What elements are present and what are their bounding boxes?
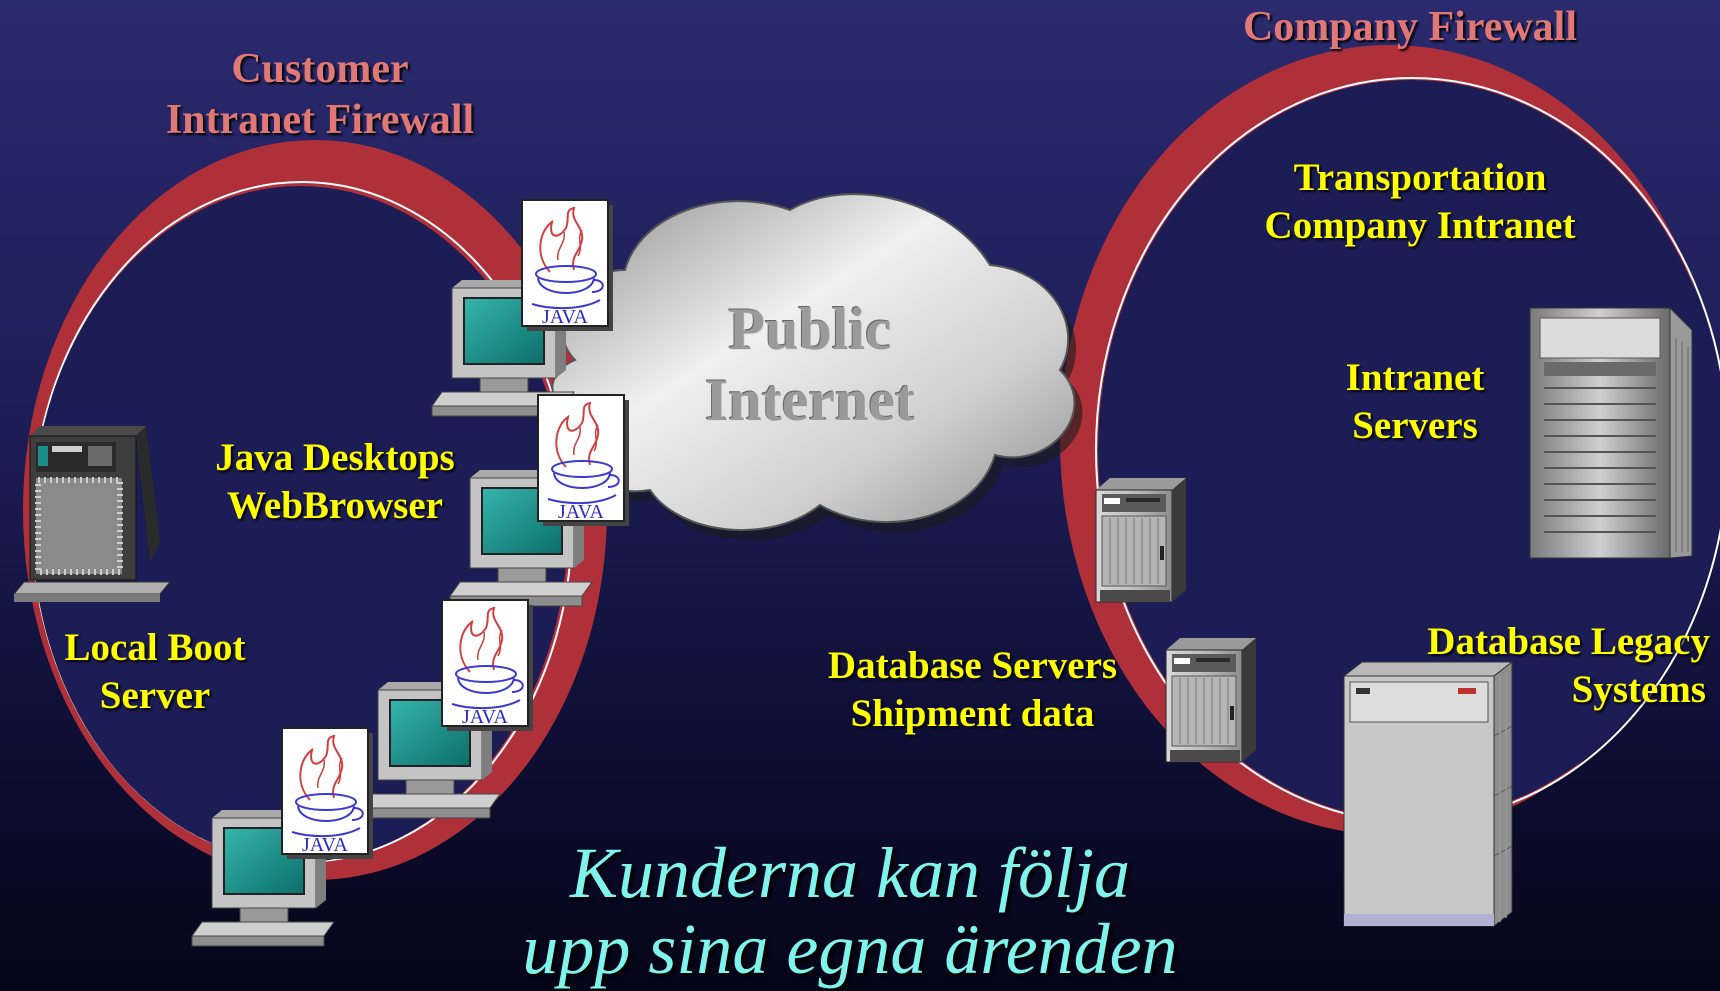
java-badge-label: JAVA — [542, 306, 589, 328]
slogan-line2: upp sina egna ärenden — [522, 908, 1178, 989]
transportation-intranet-line2: Company Intranet — [1264, 203, 1576, 247]
java-desktop-3: JAVA — [357, 599, 534, 819]
local-boot-server — [12, 426, 172, 602]
customer-firewall-label-line2: Intranet Firewall — [165, 97, 475, 144]
java-badge-label: JAVA — [302, 834, 349, 856]
java-desktop-1: JAVA — [431, 199, 614, 417]
intranet-servers-line1: Intranet — [1345, 356, 1485, 399]
database-legacy-cabinet — [1342, 660, 1514, 928]
java-desktops-label: Java Desktops WebBrowser — [190, 434, 480, 529]
database-servers-line2: Shipment data — [850, 691, 1095, 735]
intranet-servers-line2: Servers — [1352, 403, 1478, 447]
local-boot-line2: Server — [99, 673, 211, 717]
customer-firewall-label-line1: Customer — [231, 46, 409, 92]
company-firewall-label: Company Firewall — [1242, 4, 1578, 50]
local-boot-server-label: Local Boot Server — [40, 624, 270, 719]
database-legacy-line1: Database Legacy — [1427, 620, 1710, 663]
database-legacy-label: Database Legacy Systems — [1370, 618, 1710, 713]
database-servers-line1: Database Servers — [827, 644, 1118, 687]
public-internet-label: Public Internet — [660, 294, 960, 436]
company-firewall-ring — [1060, 45, 1720, 835]
public-internet-line1: Public — [728, 296, 892, 362]
java-desktops-line1: Java Desktops — [215, 436, 455, 479]
local-boot-line1: Local Boot — [64, 626, 246, 669]
java-badge-label: JAVA — [462, 706, 509, 728]
transportation-intranet-title: Transportation Company Intranet — [1180, 154, 1660, 249]
slogan-line1: Kunderna kan följa — [570, 833, 1130, 913]
java-desktop-4: JAVA — [191, 727, 374, 947]
customer-firewall-label: Customer Intranet Firewall — [110, 44, 530, 146]
database-server-2 — [1165, 637, 1257, 763]
java-desktop-2: JAVA — [449, 394, 630, 607]
slogan: Kunderna kan följa upp sina egna ärenden — [430, 833, 1270, 989]
intranet-servers-label: Intranet Servers — [1320, 354, 1510, 449]
transportation-intranet-line1: Transportation — [1293, 156, 1547, 199]
database-servers-label: Database Servers Shipment data — [800, 642, 1145, 737]
java-desktops-line2: WebBrowser — [227, 483, 443, 527]
public-internet-line2: Internet — [705, 366, 915, 433]
database-server-1 — [1095, 477, 1187, 603]
database-legacy-line2: Systems — [1571, 667, 1706, 711]
java-badge-label: JAVA — [558, 501, 605, 523]
intranet-server-rack — [1528, 306, 1694, 559]
internet-cloud — [551, 193, 1083, 541]
